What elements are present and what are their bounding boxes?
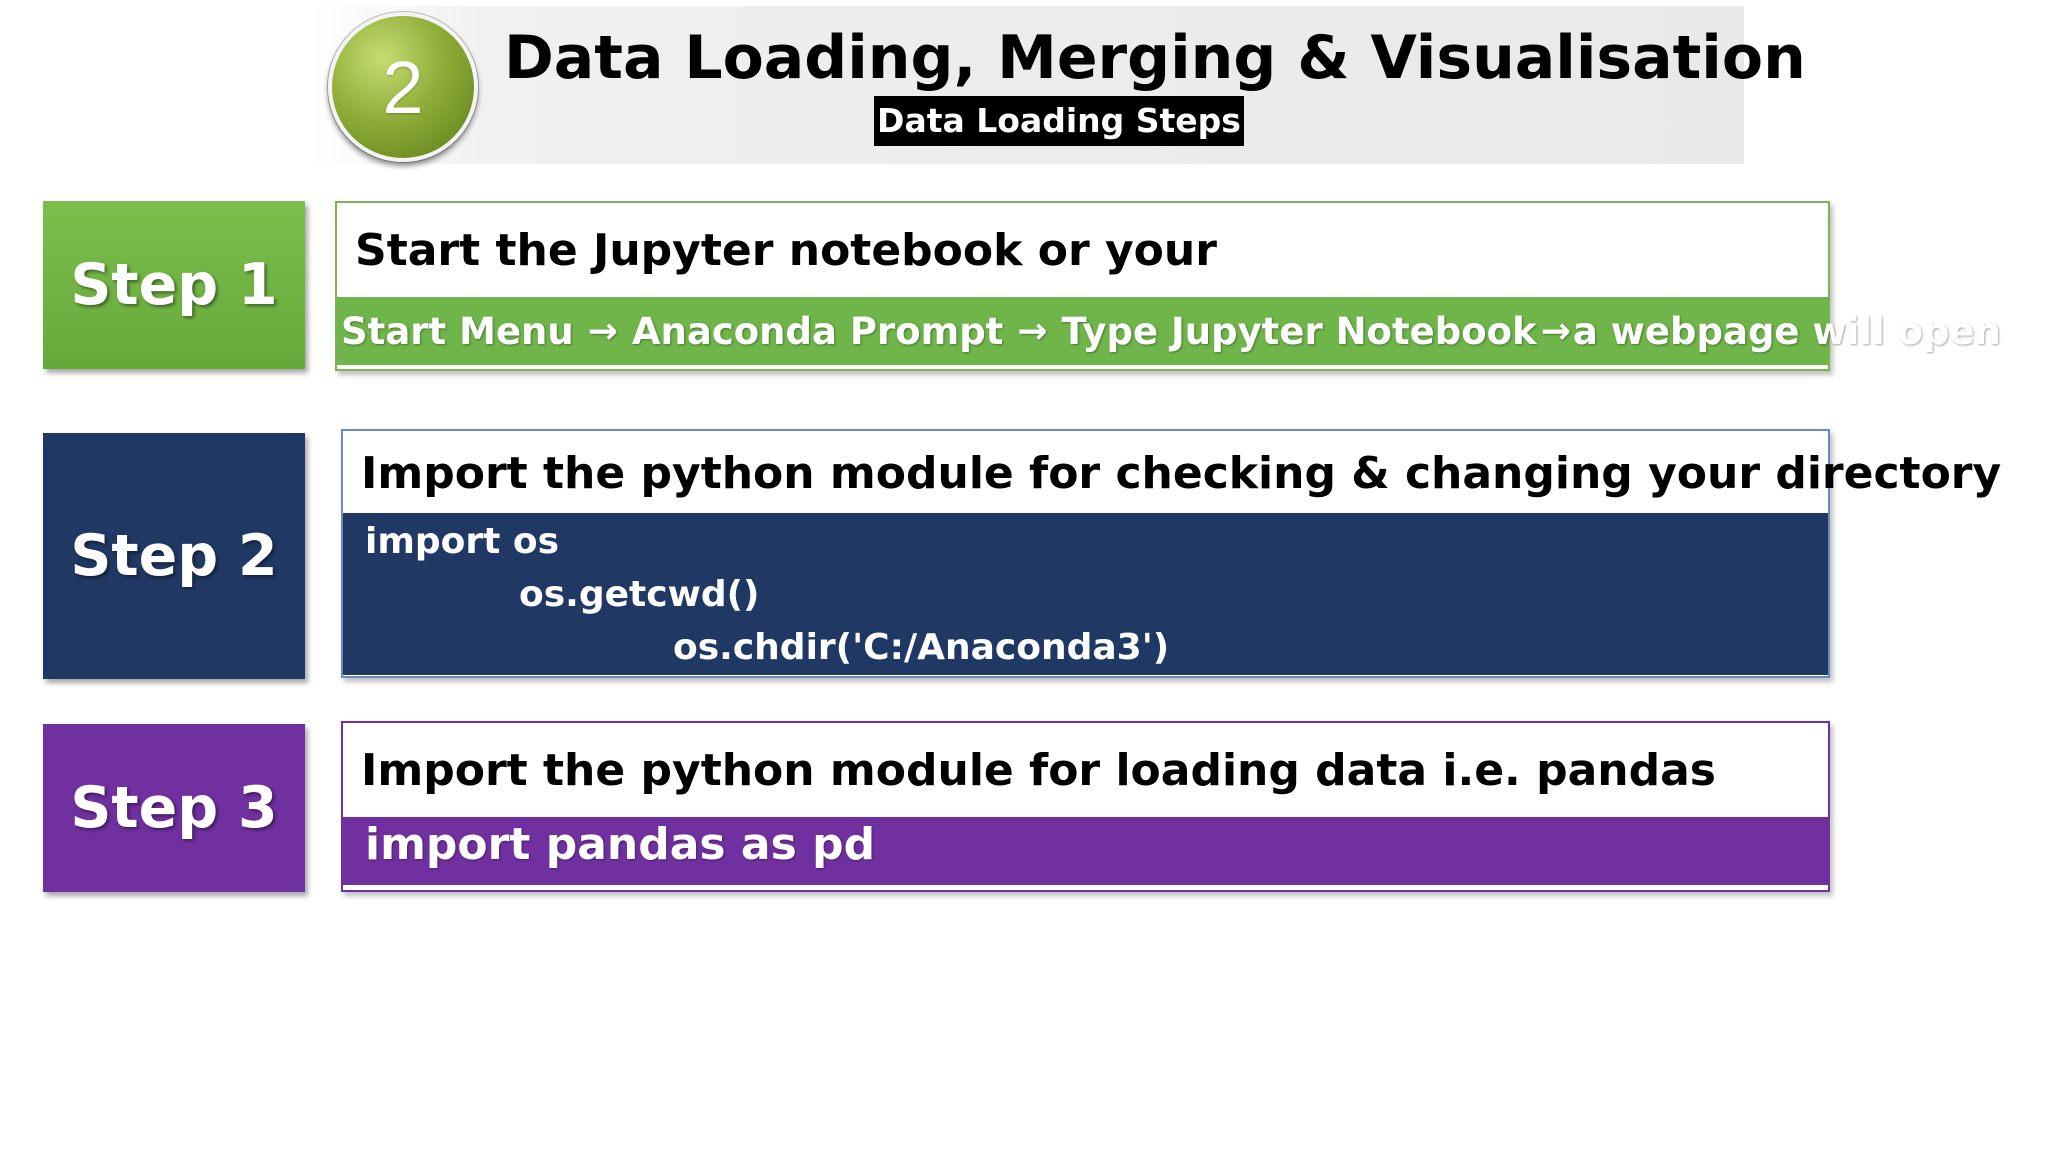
section-number: 2 — [382, 46, 424, 129]
step-2-label: Step 2 — [70, 523, 278, 589]
step-1-path: Start Menu → Anaconda Prompt → Type Jupy… — [337, 297, 2001, 365]
step-3-label: Step 3 — [70, 775, 278, 841]
step-1-label: Step 1 — [70, 252, 278, 318]
step-3-label-box: Step 3 — [43, 724, 305, 892]
path-type-jupyter-notebook: Type Jupyter Notebook — [1061, 309, 1537, 353]
slide-title: Data Loading, Merging & Visualisation — [504, 23, 1806, 93]
section-number-badge: 2 — [328, 12, 478, 162]
path-webpage-will-open: a webpage will open — [1572, 309, 2001, 353]
path-start-menu: Start Menu — [341, 309, 574, 353]
step-2-content: Import the python module for checking & … — [341, 429, 2002, 678]
path-anaconda-prompt: Anaconda Prompt — [631, 309, 1004, 353]
step-2-heading: Import the python module for checking & … — [361, 447, 2002, 499]
right-arrow-icon: → — [587, 310, 618, 352]
step-2-code-block: import os os.getcwd() os.chdir('C:/Anaco… — [343, 513, 1828, 675]
right-arrow-icon: → — [1540, 310, 1571, 352]
step-3-code: import pandas as pd — [343, 817, 1828, 885]
slide-subtitle: Data Loading Steps — [874, 96, 1244, 146]
step-1-content: Start the Jupyter notebook or your Start… — [335, 201, 2001, 371]
code-line-getcwd: os.getcwd() — [519, 574, 760, 615]
step-1-heading: Start the Jupyter notebook or your — [355, 224, 1217, 276]
step-3-heading: Import the python module for loading dat… — [361, 744, 1716, 796]
step-1-label-box: Step 1 — [43, 201, 305, 369]
code-line-chdir: os.chdir('C:/Anaconda3') — [673, 627, 1170, 668]
step-3-content: Import the python module for loading dat… — [341, 721, 1830, 892]
code-line-import-os: import os — [365, 521, 560, 562]
step-2-label-box: Step 2 — [43, 433, 305, 679]
right-arrow-icon: → — [1017, 310, 1048, 352]
